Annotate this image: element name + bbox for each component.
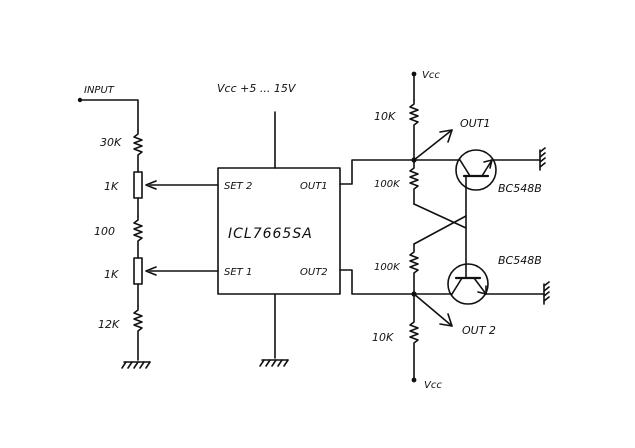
out2-wire — [339, 269, 415, 295]
set1-wiper-line — [145, 266, 219, 276]
potentiometer-1k-set1 — [133, 257, 143, 285]
pin-set1-label: SET 1 — [224, 267, 252, 278]
out1-arrow — [413, 129, 453, 161]
resistor-100k-upper — [409, 159, 419, 205]
resistor-30k-label: 30K — [100, 136, 122, 149]
pin-out1-label: OUT1 — [300, 181, 328, 192]
ic-name-label: ICL7665SA — [228, 226, 313, 242]
input-terminal — [77, 97, 139, 131]
ic-icl7665sa — [217, 167, 341, 295]
vcc-top-label: Vcc — [422, 70, 440, 81]
pin-out2-label: OUT2 — [300, 267, 328, 278]
resistor-30k — [133, 129, 143, 173]
input-label: INPUT — [84, 85, 115, 96]
cross-wire-a — [413, 185, 467, 229]
resistor-100k-lower — [409, 243, 419, 295]
ground-q2-icon — [543, 281, 550, 305]
potentiometer-1k-set2 — [133, 171, 143, 199]
ic-vcc-label: Vcc +5 ... 15V — [217, 82, 297, 95]
set2-wiper-line — [145, 180, 219, 190]
resistor-100k-lower-label: 100K — [374, 262, 401, 273]
resistor-10k-bottom — [409, 293, 419, 379]
resistor-100-label: 100 — [94, 225, 115, 238]
ic-ground-icon — [259, 359, 289, 367]
resistor-12k-label: 12K — [98, 318, 120, 331]
resistor-100 — [133, 215, 143, 259]
transistor-q1 — [413, 149, 541, 191]
out2-arrow — [413, 293, 453, 327]
out1-label: OUT1 — [460, 117, 490, 130]
cross-wire-b — [413, 215, 467, 245]
vcc-bottom-label: Vcc — [424, 380, 442, 391]
ground-icon — [121, 361, 151, 369]
q1-label: BC548B — [498, 182, 542, 195]
q2-label: BC548B — [498, 254, 542, 267]
resistor-10k-top-label: 10K — [374, 110, 396, 123]
ground-q1-icon — [539, 147, 546, 171]
resistor-100k-upper-label: 100K — [374, 179, 401, 190]
potentiometer-1k-set1-label: 1K — [104, 268, 119, 281]
resistor-10k-bottom-label: 10K — [372, 331, 394, 344]
resistor-10k-top — [409, 99, 419, 161]
pin-set2-label: SET 2 — [224, 181, 252, 192]
resistor-12k — [133, 305, 143, 361]
potentiometer-1k-set2-label: 1K — [104, 180, 119, 193]
transistor-q2 — [413, 227, 545, 305]
out2-label: OUT 2 — [462, 324, 496, 337]
out1-wire — [339, 159, 415, 185]
